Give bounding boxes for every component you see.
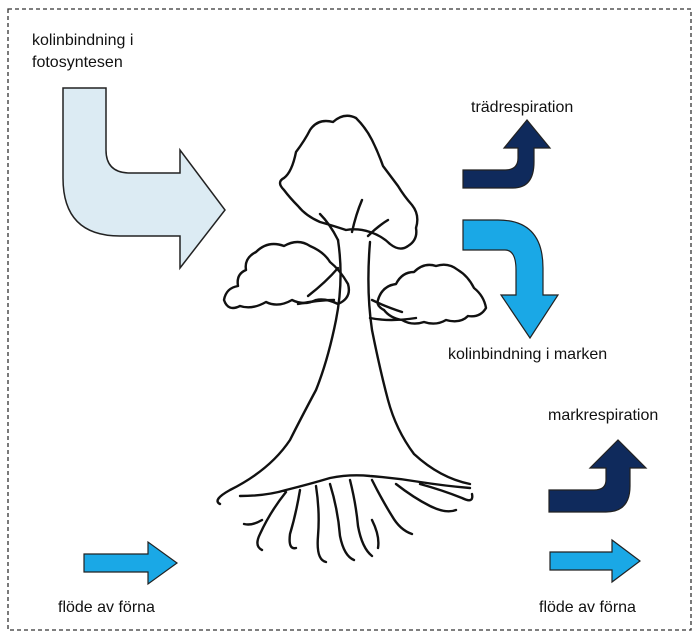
- soil-binding-label: kolinbindning i marken: [448, 344, 607, 366]
- soil-respiration-arrow: [549, 440, 646, 512]
- soil-binding-arrow: [463, 220, 558, 338]
- tree-respiration-label: trädrespiration: [471, 97, 573, 119]
- photosynthesis-label: kolinbindning i fotosyntesen: [32, 30, 133, 74]
- dashed-border: [8, 9, 691, 630]
- tree-respiration-arrow: [463, 120, 550, 188]
- litter-flow-left-arrow: [84, 542, 177, 584]
- soil-respiration-label: markrespiration: [548, 405, 658, 427]
- tree-crown-right: [378, 265, 486, 324]
- litter-flow-left-label: flöde av förna: [58, 597, 155, 619]
- litter-flow-right-arrow: [550, 540, 640, 582]
- photosynthesis-label-line2: fotosyntesen: [32, 52, 133, 74]
- photosynthesis-label-line1: kolinbindning i: [32, 30, 133, 52]
- photosynthesis-arrow: [63, 88, 225, 268]
- tree-illustration: [218, 116, 486, 562]
- litter-flow-right-label: flöde av förna: [539, 597, 636, 619]
- tree-crown-top: [280, 116, 417, 249]
- tree-roots: [240, 475, 472, 562]
